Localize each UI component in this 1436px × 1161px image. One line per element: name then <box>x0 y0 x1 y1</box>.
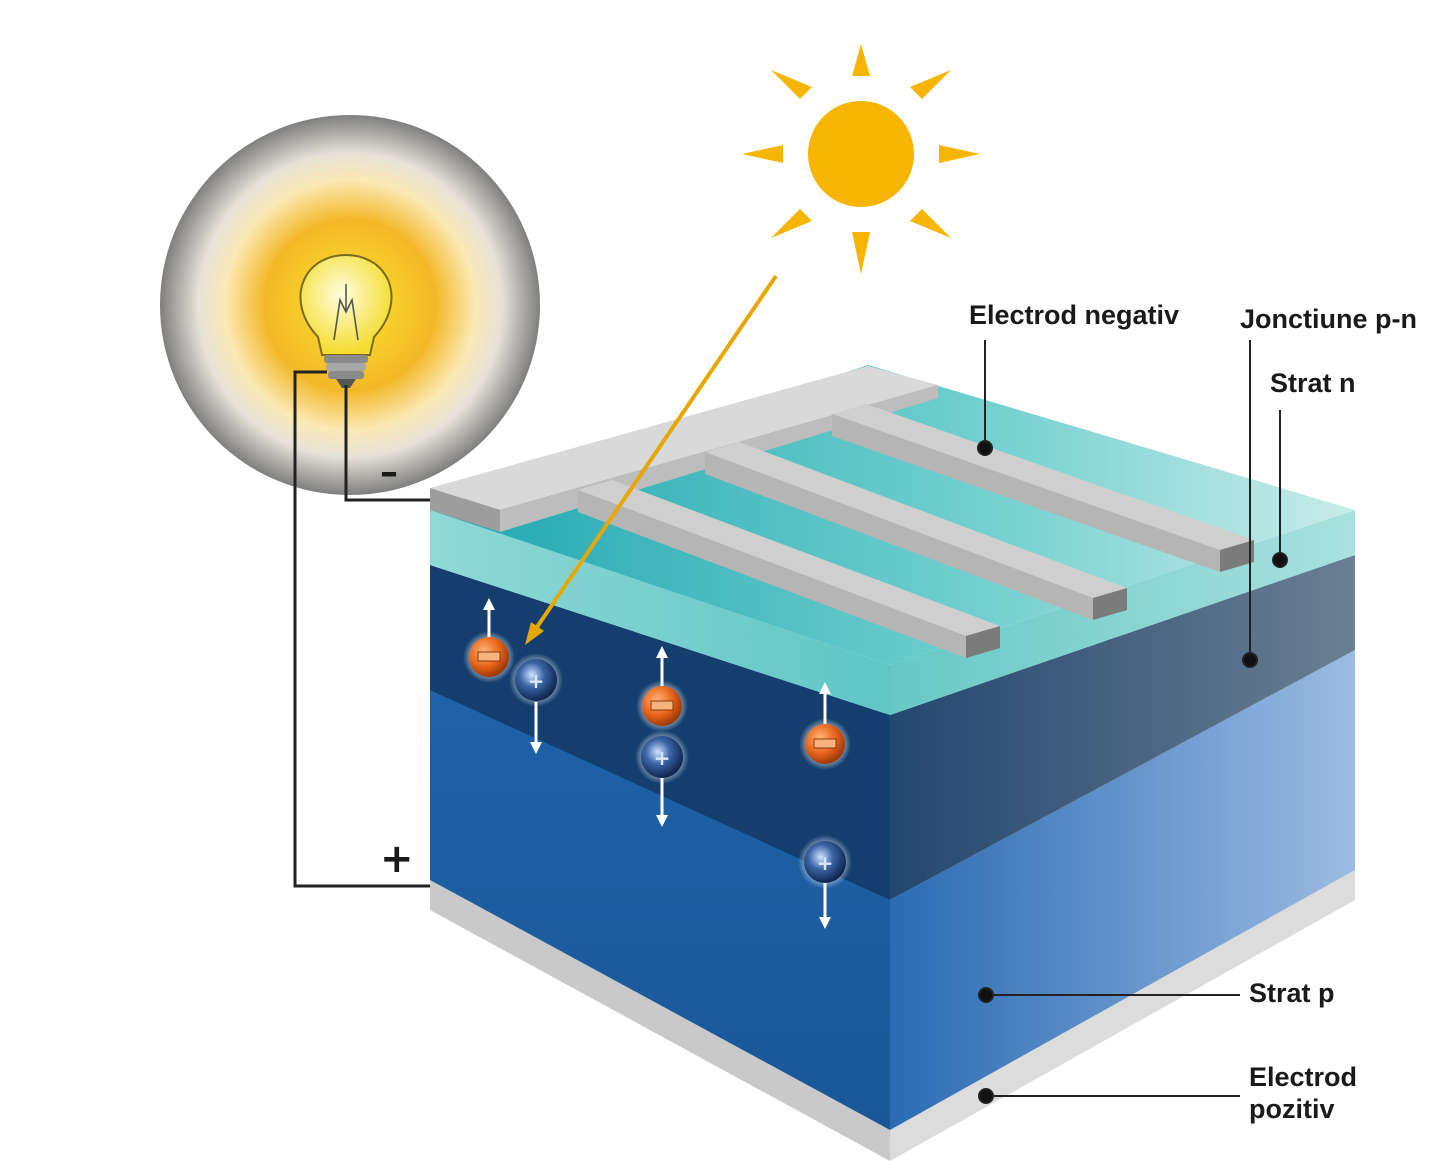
label-electrod-pozitiv-line2: pozitiv <box>1249 1094 1335 1125</box>
label-strat-p: Strat p <box>1249 978 1335 1009</box>
label-electrod-pozitiv-line1: Electrod <box>1249 1062 1357 1093</box>
svg-text:+: + <box>528 669 545 693</box>
label-jonctiune-pn: Jonctiune p-n <box>1240 304 1417 335</box>
minus-terminal-label: – <box>380 452 398 493</box>
label-strat-n: Strat n <box>1270 368 1356 399</box>
sun-icon <box>742 44 980 274</box>
plus-terminal-label: + <box>380 836 414 882</box>
label-electrod-negativ: Electrod negativ <box>969 300 1179 331</box>
svg-text:+: + <box>817 851 834 875</box>
svg-text:+: + <box>654 746 671 770</box>
light-bulb-icon <box>160 115 540 495</box>
